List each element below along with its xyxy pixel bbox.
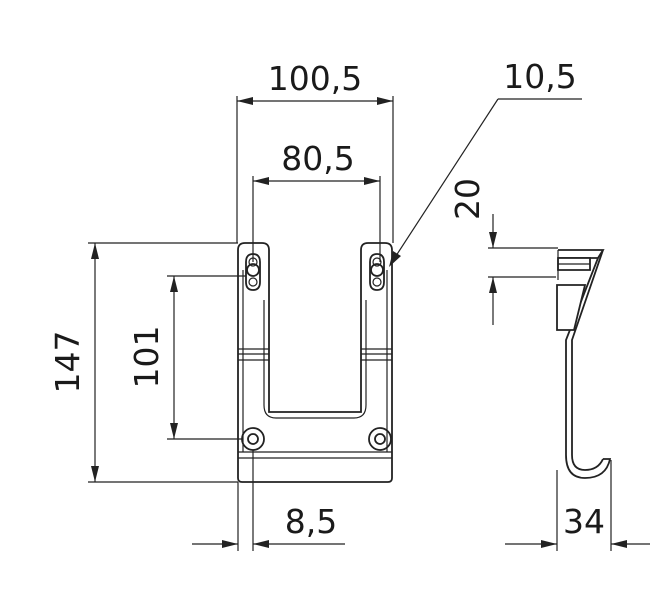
side-top-tab <box>558 249 605 259</box>
right-bottom-hole <box>368 427 392 451</box>
dim-overall-width: 100,5 <box>236 59 394 243</box>
side-profile <box>565 249 612 479</box>
front-view <box>237 242 393 483</box>
dim-inner-width-label: 80,5 <box>281 139 354 178</box>
dim-overall-height: 147 <box>48 242 238 483</box>
bracket-outline <box>237 242 393 483</box>
dim-overall-height-label: 147 <box>48 331 87 394</box>
dim-hook-offset-label: 20 <box>448 178 487 220</box>
left-bottom-hole <box>241 427 265 451</box>
dim-overall-width-label: 100,5 <box>268 59 362 98</box>
dim-hole-spacing-label: 101 <box>127 326 166 389</box>
bracket-inner-outline <box>242 270 388 452</box>
dim-inner-width: 80,5 <box>252 139 381 262</box>
right-keyhole <box>369 253 385 291</box>
side-view <box>556 249 612 479</box>
side-lower-block <box>556 284 587 331</box>
dim-depth: 34 <box>505 460 650 551</box>
bend-lines <box>238 348 392 459</box>
dim-hole-spacing: 101 <box>127 275 246 440</box>
dim-edge-offset-label: 8,5 <box>285 502 337 541</box>
left-keyhole <box>245 253 261 291</box>
dim-hole-size: 10,5 <box>389 57 582 267</box>
dim-depth-label: 34 <box>563 502 605 541</box>
dim-hole-size-label: 10,5 <box>503 57 576 96</box>
dim-hook-offset: 20 <box>448 178 558 325</box>
dim-edge-offset: 8,5 <box>192 450 345 551</box>
